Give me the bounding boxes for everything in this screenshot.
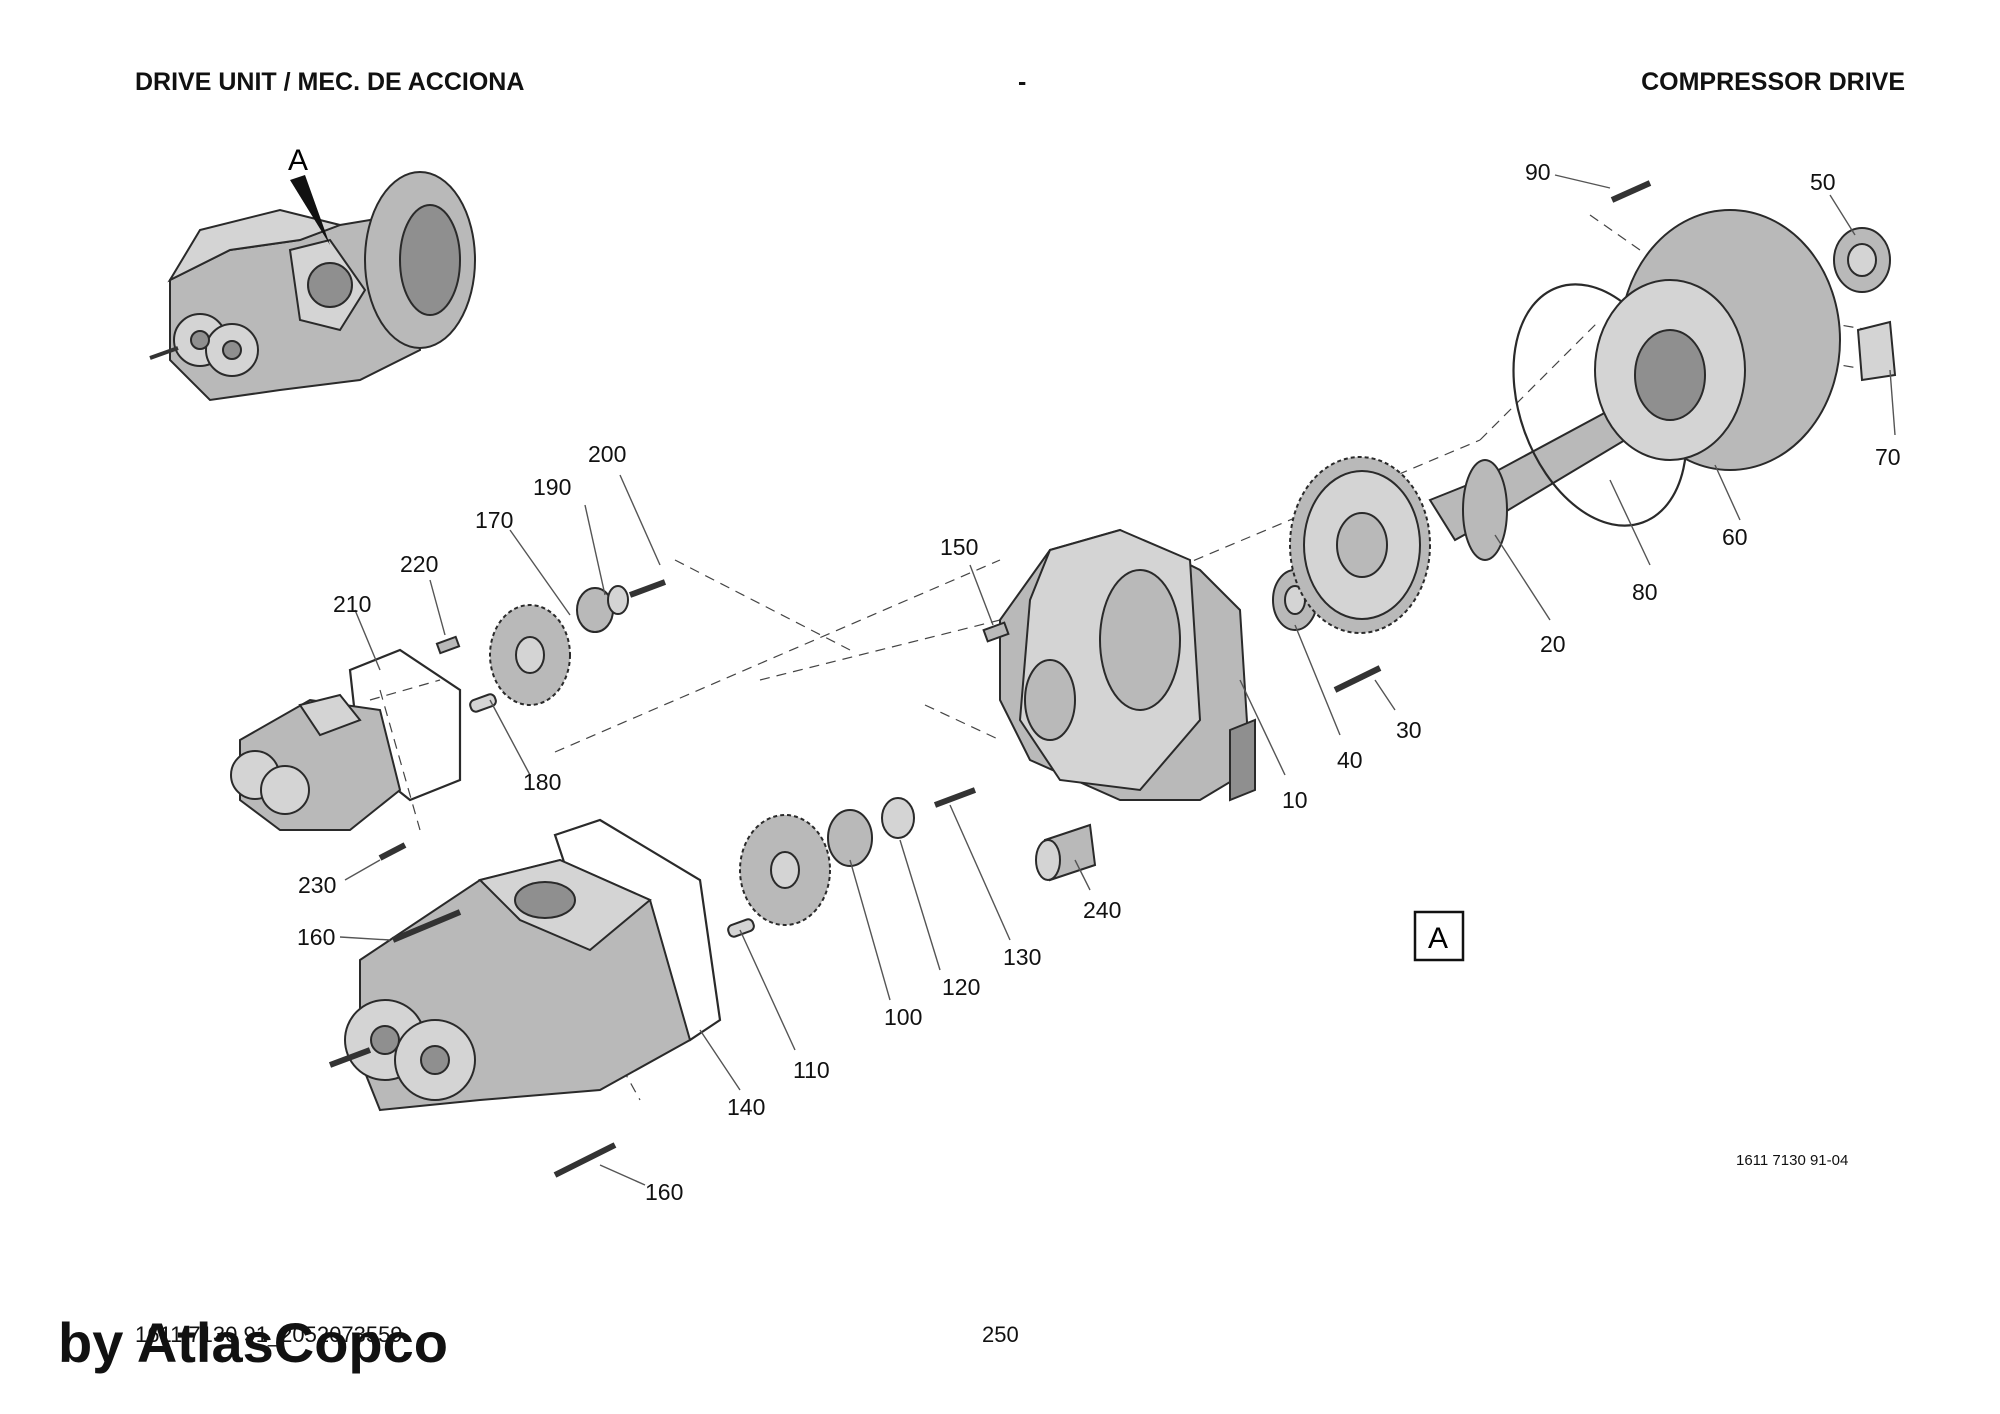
callout-200: 200 <box>588 441 626 467</box>
callout-30: 30 <box>1396 717 1422 743</box>
callout-20: 20 <box>1540 631 1566 657</box>
seal-part-50 <box>1833 227 1891 293</box>
callout-220: 220 <box>400 551 438 577</box>
key-part-110 <box>727 918 755 938</box>
callout-230: 230 <box>298 872 336 898</box>
callout-140: 140 <box>727 1094 765 1120</box>
bolt-part-230 <box>378 842 407 861</box>
callout-110: 110 <box>793 1057 830 1083</box>
view-label-text: A <box>1428 922 1448 955</box>
footer-doc-id: 1611 7130 91_2052073559 <box>135 1322 403 1347</box>
callout-40: 40 <box>1337 747 1363 773</box>
gear-part-170 <box>489 604 571 706</box>
bearing-part-190 <box>576 587 614 633</box>
callout-70: 70 <box>1875 444 1901 470</box>
bolt-part-30 <box>1333 665 1382 693</box>
callout-210: 210 <box>333 591 371 617</box>
drawing-reference-number: 1611 7130 91-04 <box>1736 1152 1849 1169</box>
callout-240: 240 <box>1083 897 1121 923</box>
washer-part-200 <box>607 579 667 615</box>
sleeve-part-240 <box>1035 823 1097 882</box>
housing-part-10 <box>999 528 1256 802</box>
view-label-box: A <box>1413 910 1465 962</box>
callout-10: 10 <box>1282 787 1308 813</box>
callout-100: 100 <box>884 1004 922 1030</box>
callout-120: 120 <box>942 974 980 1000</box>
callout-180: 180 <box>523 769 561 795</box>
callout-80: 80 <box>1632 579 1658 605</box>
cover-part-60 <box>1594 209 1841 471</box>
pump-small-part-210-group <box>230 648 462 831</box>
shaft-part-20 <box>1428 408 1627 561</box>
plate-part-70 <box>1856 320 1897 382</box>
watermark-text: by AtlasCopco <box>58 1311 448 1374</box>
pin-part-220 <box>435 635 461 655</box>
callout-50: 50 <box>1810 169 1836 195</box>
header-title-left: DRIVE UNIT / MEC. DE ACCIONA <box>135 68 525 96</box>
gear-part-110 <box>739 814 831 926</box>
callout-170: 170 <box>475 507 513 533</box>
bolt-part-130 <box>933 787 977 808</box>
callout-130: 130 <box>1003 944 1041 970</box>
callout-160-upper: 160 <box>297 924 335 950</box>
callout-160-lower: 160 <box>645 1179 683 1205</box>
pin-part-150 <box>982 621 1010 643</box>
key-part-180 <box>469 693 497 713</box>
bolt-part-90 <box>1610 180 1652 203</box>
inset-arrow <box>290 175 330 245</box>
compressor-block-group <box>328 818 722 1112</box>
header-separator: - <box>1018 68 1027 96</box>
header-title-right: COMPRESSOR DRIVE <box>1641 68 1905 96</box>
bolt-part-160-lower <box>553 1142 617 1178</box>
bearing-part-100 <box>827 809 873 867</box>
footer-page-number: 250 <box>982 1322 1019 1347</box>
bolt-part-160-upper <box>391 909 462 943</box>
callout-150: 150 <box>940 534 978 560</box>
inset-assembly-view: A <box>149 144 476 402</box>
callout-60: 60 <box>1722 524 1748 550</box>
washer-part-120 <box>881 797 915 839</box>
callout-190: 190 <box>533 474 571 500</box>
gear-large <box>1289 456 1431 634</box>
leader-lines <box>339 174 1896 1186</box>
callout-labels: 90 50 70 60 80 20 30 40 10 150 200 190 1… <box>297 159 1901 1205</box>
inset-label: A <box>288 144 308 177</box>
callout-90: 90 <box>1525 159 1551 185</box>
